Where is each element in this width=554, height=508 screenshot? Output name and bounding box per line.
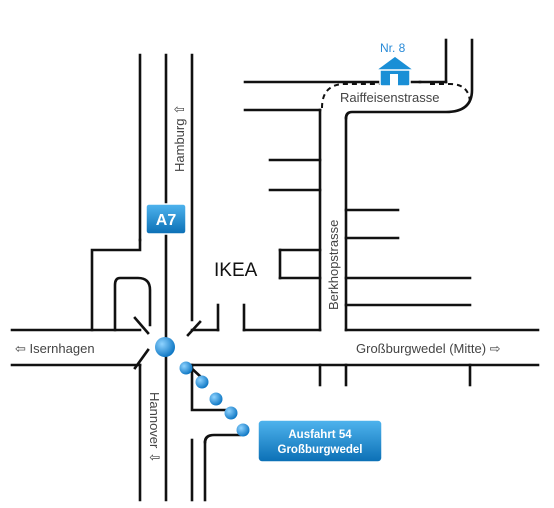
label-grossburgwedel: Großburgwedel (Mitte) ⇨ — [356, 341, 501, 356]
route-dot-icon — [155, 337, 175, 357]
exit-badge-line2: Großburgwedel — [278, 444, 363, 456]
label-hannover: Hannover ⇩ — [147, 392, 162, 463]
route-dot-icon — [195, 375, 209, 389]
label-raiffeisenstrasse: Raiffeisenstrasse — [340, 90, 439, 105]
route-dots — [155, 337, 250, 437]
access-path — [321, 83, 380, 109]
label-berkhopstrasse: Berkhopstrasse — [326, 220, 341, 310]
motorway-badge: A7 — [145, 203, 187, 235]
label-isernhagen: ⇦ Isernhagen — [15, 341, 95, 356]
route-dot-icon — [224, 406, 238, 420]
motorway-badge-label: A7 — [156, 212, 177, 229]
label-ikea: IKEA — [214, 260, 258, 281]
exit-badge-line1: Ausfahrt 54 — [288, 429, 352, 441]
route-dot-icon — [209, 392, 223, 406]
road-isernhagen-grossburgwedel — [10, 328, 540, 367]
destination-marker[interactable]: Nr. 8 — [373, 41, 417, 87]
route-dot-icon — [236, 423, 250, 437]
label-destination: Nr. 8 — [380, 41, 406, 55]
route-dot-icon — [179, 361, 193, 375]
exit-badge[interactable]: Ausfahrt 54 Großburgwedel — [257, 419, 383, 463]
label-hamburg: Hamburg ⇧ — [172, 104, 187, 172]
local-streets — [216, 38, 474, 387]
house-icon — [373, 55, 417, 87]
